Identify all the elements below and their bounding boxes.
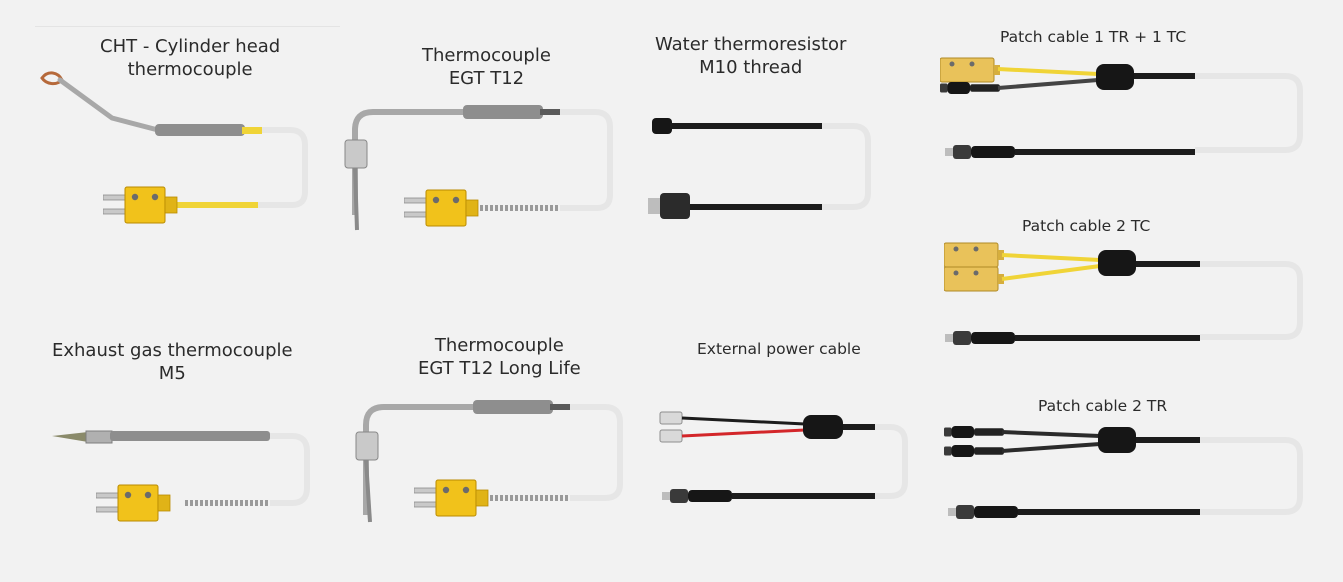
title-line: EGT T12 (448, 68, 525, 90)
patch-cable-tr-tc-illustration (940, 57, 1303, 159)
product-title-exhaust-m5: Exhaust gas thermocouple M5 (52, 339, 293, 386)
egt-t12-long-life-illustration (355, 400, 623, 523)
title-line: Patch cable 1 TR + 1 TC (1000, 28, 1187, 46)
title-line: M5 (158, 363, 186, 385)
title-line: Thermocouple (434, 335, 564, 356)
exhaust-m5-illustration (52, 430, 310, 522)
product-title-cht: CHT - Cylinder head thermocouple (100, 35, 280, 82)
title-line: CHT - Cylinder head (100, 36, 281, 57)
title-line: Thermocouple (422, 45, 551, 66)
title-line: Exhaust gas thermocouple (52, 340, 293, 361)
egt-t12-illustration (344, 105, 613, 231)
product-title-patch-tr-tc: Patch cable 1 TR + 1 TC (1000, 27, 1186, 47)
title-line: M10 thread (699, 57, 803, 79)
product-title-patch-2tr: Patch cable 2 TR (1038, 396, 1167, 416)
title-line: Water thermoresistor (655, 34, 847, 55)
external-power-cable-illustration (659, 411, 908, 503)
title-line: EGT T12 Long Life (418, 358, 581, 380)
title-line: thermocouple (127, 59, 253, 81)
title-line: External power cable (697, 340, 861, 358)
water-thermoresistor-illustration (648, 118, 871, 219)
title-line: Patch cable 2 TC (1022, 217, 1151, 235)
top-divider (35, 26, 340, 27)
product-title-patch-2tc: Patch cable 2 TC (1022, 216, 1150, 236)
patch-cable-2tr-illustration (944, 426, 1303, 519)
product-title-egt-t12: Thermocouple EGT T12 (422, 44, 551, 91)
product-title-power: External power cable (697, 339, 861, 359)
product-title-water: Water thermoresistor M10 thread (655, 33, 846, 80)
title-line: Patch cable 2 TR (1038, 397, 1168, 415)
patch-cable-2tc-illustration (944, 242, 1303, 345)
product-title-egt-t12-ll: Thermocouple EGT T12 Long Life (418, 334, 581, 381)
cht-thermocouple-illustration (40, 71, 308, 224)
